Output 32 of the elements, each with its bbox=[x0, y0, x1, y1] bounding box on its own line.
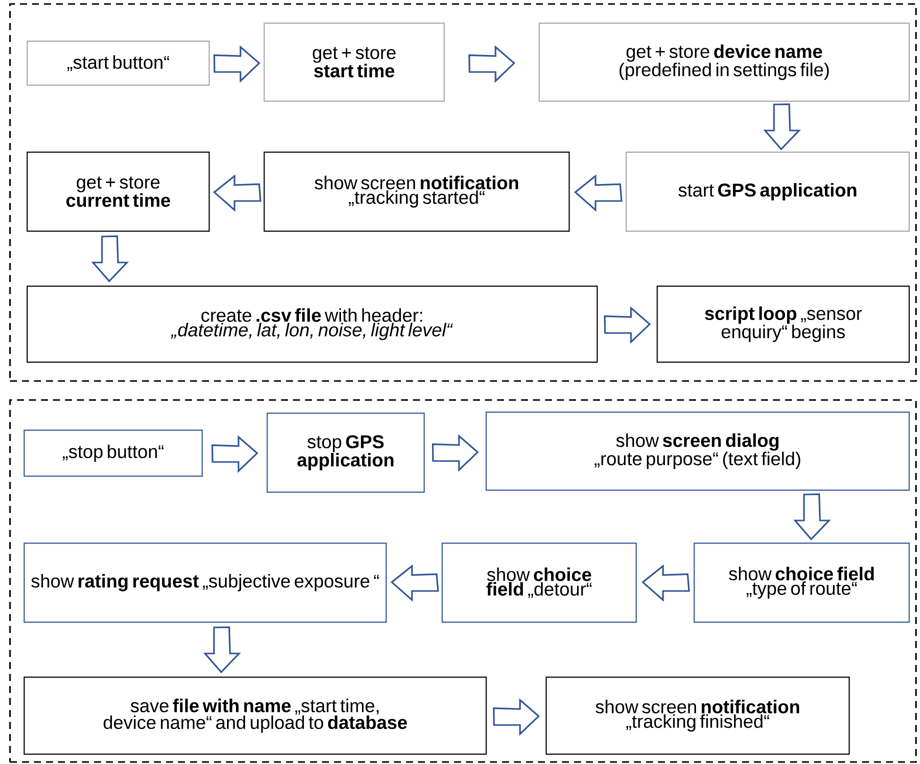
block-arrow bbox=[211, 435, 258, 473]
block-arrow bbox=[574, 174, 622, 212]
process-box: get + store start time bbox=[264, 22, 445, 102]
section-frame bbox=[9, 3, 917, 382]
block-arrow bbox=[203, 626, 241, 674]
block-arrow bbox=[91, 235, 129, 282]
process-box: start GPS application bbox=[626, 152, 910, 232]
process-box: stop GPS application bbox=[266, 412, 425, 493]
process-box: show choice field „detour“ bbox=[442, 542, 637, 623]
block-arrow bbox=[468, 45, 516, 83]
block-arrow bbox=[213, 45, 260, 83]
process-box: show screen notification „tracking started“ bbox=[264, 152, 570, 232]
process-box: show choice field „type of route“ bbox=[694, 542, 910, 623]
process-box: „start button“ bbox=[26, 40, 210, 86]
block-arrow bbox=[492, 698, 540, 736]
process-box: get + store current time bbox=[26, 152, 210, 232]
block-arrow bbox=[793, 493, 831, 540]
section-frame bbox=[9, 399, 917, 763]
block-arrow bbox=[604, 306, 651, 344]
block-arrow bbox=[432, 434, 479, 472]
process-box: create .csv file with header: „datetime, lat, lon, noise, light level“ bbox=[26, 286, 598, 363]
block-arrow bbox=[213, 174, 262, 212]
process-box: script loop „sensor enquiry“ begins bbox=[656, 286, 910, 363]
block-arrow bbox=[642, 564, 690, 602]
process-box: show screen notification „tracking finished“ bbox=[546, 676, 850, 755]
process-box: show rating request „subjective exposure “ bbox=[24, 542, 387, 623]
process-box: „stop button“ bbox=[24, 430, 203, 477]
process-box: save file with name „start time, device name“ and upload to database bbox=[24, 676, 487, 755]
process-box: show screen dialog „route purpose“ (text field) bbox=[486, 412, 910, 491]
block-arrow bbox=[390, 564, 439, 602]
process-box: get + store device name (predefined in settings file) bbox=[538, 22, 910, 102]
block-arrow bbox=[763, 103, 801, 150]
